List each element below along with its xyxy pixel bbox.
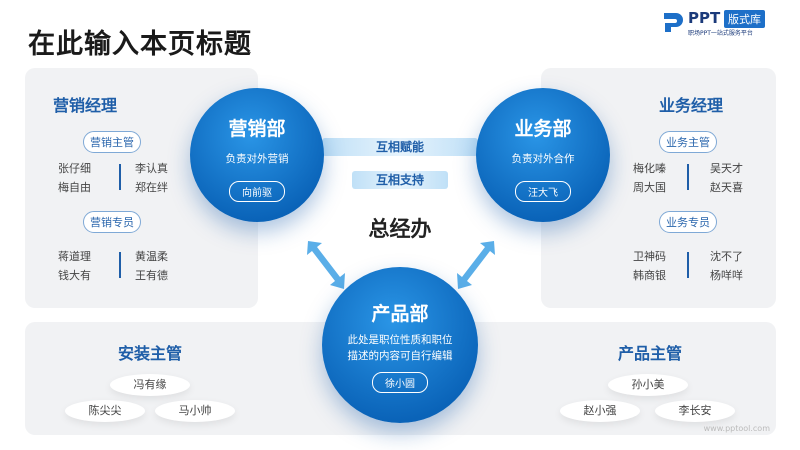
name: 韩商银 xyxy=(633,269,666,282)
group-label: 营销专员 xyxy=(83,211,141,233)
dept-person: 向前驱 xyxy=(229,181,285,202)
group-label: 业务专员 xyxy=(659,211,717,233)
name-ellipse: 马小帅 xyxy=(155,400,235,422)
dept-name: 业务部 xyxy=(514,118,572,140)
name: 王有德 xyxy=(135,269,168,282)
name-ellipse: 孙小美 xyxy=(608,374,688,396)
name: 卫神码 xyxy=(633,250,666,263)
dept-desc: 负责对外营销 xyxy=(225,153,289,165)
dept-desc: 此处是职位性质和职位描述的内容可自行编辑 xyxy=(347,334,453,362)
name-ellipse: 李长安 xyxy=(655,400,735,422)
double-arrow-icon xyxy=(457,241,495,289)
double-arrow-icon xyxy=(307,241,345,289)
name: 蒋道理 xyxy=(58,250,91,263)
name: 杨咩咩 xyxy=(710,269,743,282)
name: 郑在绊 xyxy=(135,181,168,194)
logo-p-icon xyxy=(664,13,683,32)
dept-circle-marketing: 营销部 负责对外营销 向前驱 xyxy=(190,88,324,222)
name: 梅化嗪 xyxy=(633,162,666,175)
name: 钱大有 xyxy=(58,269,91,282)
panel-title: 营销经理 xyxy=(52,96,117,115)
name: 吴天才 xyxy=(710,162,743,175)
panel-title: 产品主管 xyxy=(617,344,682,363)
dept-name: 产品部 xyxy=(371,303,429,325)
name-ellipse: 赵小强 xyxy=(560,400,640,422)
name-ellipse: 陈尖尖 xyxy=(65,400,145,422)
watermark: www.pptool.com xyxy=(703,424,770,433)
dept-circle-business: 业务部 负责对外合作 汪大飞 xyxy=(476,88,610,222)
dept-name: 营销部 xyxy=(228,118,286,140)
band-empower: 互相赋能 xyxy=(322,138,478,156)
logo-slogan: 职场PPT一站式服务平台 xyxy=(688,30,753,37)
logo: PPT 版式库 职场PPT一站式服务平台 xyxy=(662,8,790,38)
name: 周大国 xyxy=(633,181,666,194)
band-support: 互相支持 xyxy=(352,171,448,189)
name: 梅自由 xyxy=(58,181,91,194)
dept-person: 汪大飞 xyxy=(515,181,571,202)
name-ellipse: 冯有缘 xyxy=(110,374,190,396)
divider xyxy=(119,164,121,190)
logo-tag: 版式库 xyxy=(724,10,765,28)
page-title: 在此输入本页标题 xyxy=(28,29,252,60)
dept-person: 徐小圆 xyxy=(372,372,428,393)
name: 黄温柔 xyxy=(135,250,168,263)
name: 赵天喜 xyxy=(710,181,743,194)
dept-desc: 负责对外合作 xyxy=(511,153,575,165)
logo-brand: PPT xyxy=(688,9,721,27)
divider xyxy=(687,164,689,190)
name: 张仔细 xyxy=(58,162,91,175)
divider xyxy=(119,252,121,278)
name: 沈不了 xyxy=(710,250,743,263)
divider xyxy=(687,252,689,278)
dept-circle-product: 产品部 此处是职位性质和职位描述的内容可自行编辑 徐小圆 xyxy=(322,267,478,423)
panel-title: 业务经理 xyxy=(658,96,723,115)
name: 李认真 xyxy=(135,162,168,175)
group-label: 营销主管 xyxy=(83,131,141,153)
panel-title: 安装主管 xyxy=(117,344,182,363)
center-label: 总经办 xyxy=(368,217,432,241)
group-label: 业务主管 xyxy=(659,131,717,153)
